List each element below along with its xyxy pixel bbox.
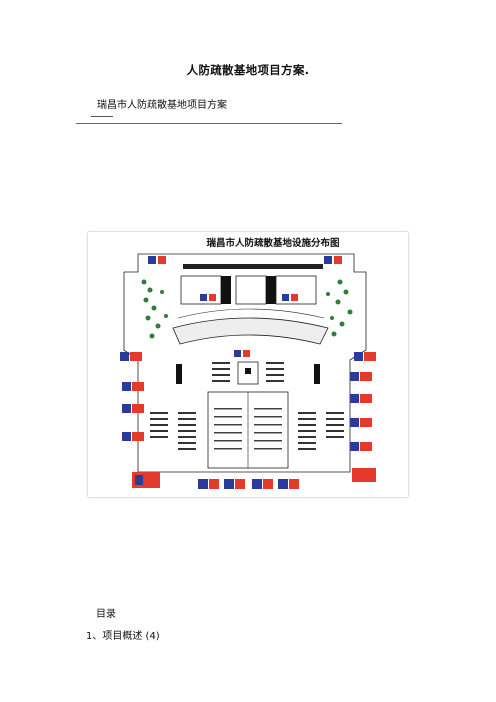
- toc-heading: 目录: [96, 609, 116, 620]
- map-title: 瑞昌市人防疏散基地设施分布图: [206, 237, 339, 249]
- building-right-dark: [266, 276, 276, 304]
- top-road: [183, 264, 323, 269]
- building-left-dark: [221, 276, 231, 304]
- command-building: [237, 361, 259, 385]
- tent-rows-left: [150, 362, 230, 450]
- facility-left: [176, 364, 182, 384]
- signs-left: [120, 352, 160, 488]
- header-rule: [76, 123, 342, 124]
- facility-map-drawing: 瑞昌市人防疏散基地设施分布图: [120, 237, 376, 489]
- document-subtitle: 瑞昌市人防疏散基地项目方案: [97, 100, 227, 111]
- signs-top: [148, 256, 342, 357]
- command-marker: [245, 368, 251, 374]
- toc-item[interactable]: 1、项目概述 (4): [86, 631, 160, 642]
- site-boundary: [123, 253, 367, 473]
- subtitle-underline: [91, 116, 113, 117]
- curved-plaza: [172, 317, 329, 345]
- facility-map-figure: 瑞昌市人防疏散基地设施分布图: [88, 232, 408, 497]
- page-title: 人防疏散基地项目方案.: [186, 63, 310, 77]
- facility-right: [314, 364, 320, 384]
- signs-bottom: [198, 479, 299, 489]
- trees-left: [141, 279, 168, 339]
- tent-rows-right: [266, 362, 344, 450]
- building-right: [275, 275, 317, 305]
- tent-rows-hall: [214, 408, 282, 450]
- signs-right: [350, 352, 376, 482]
- building-center: [235, 275, 267, 305]
- plaza-arc: [177, 308, 325, 319]
- trees-right: [326, 279, 353, 337]
